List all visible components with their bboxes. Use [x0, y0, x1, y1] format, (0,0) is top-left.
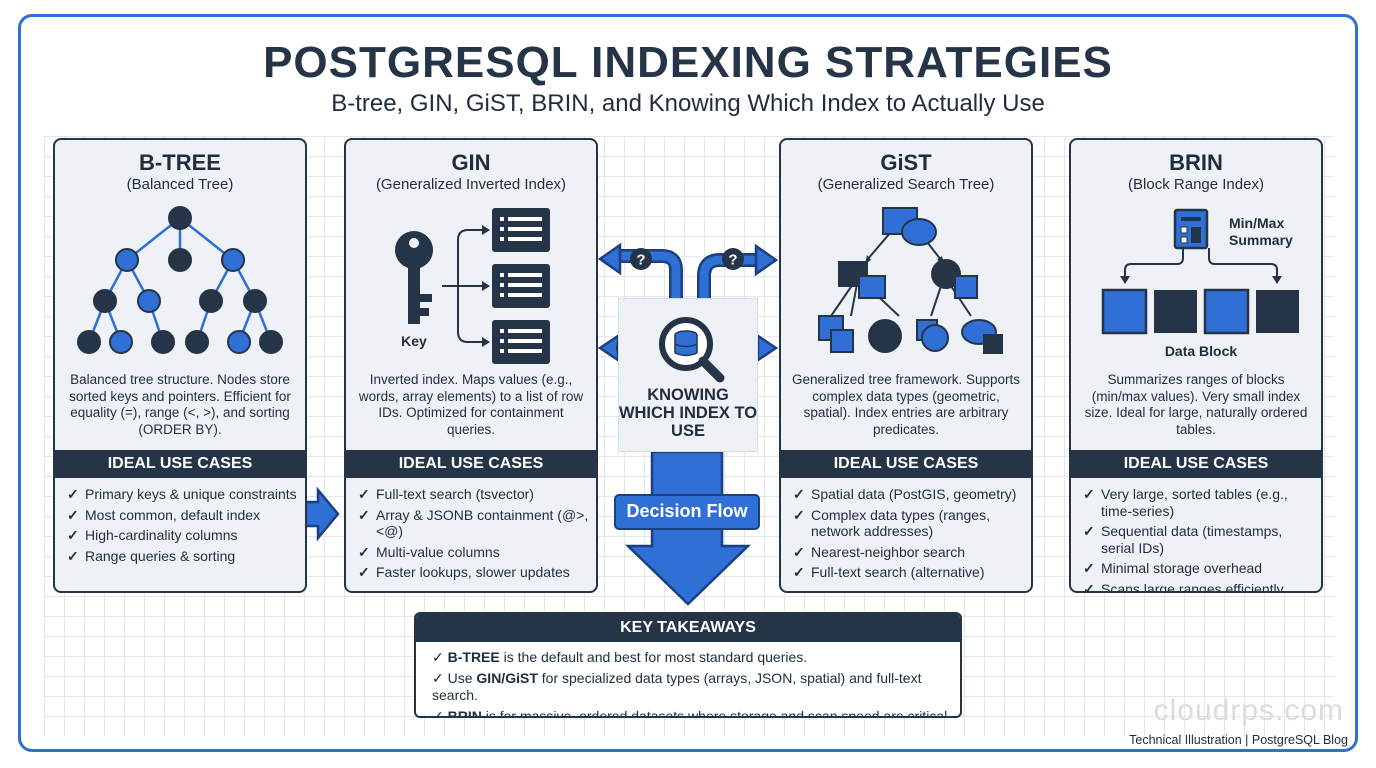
question-icon: ? [630, 248, 652, 270]
list-item: ✓Full-text search (alternative) [793, 564, 985, 580]
use-cases-header: IDEAL USE CASES [1071, 450, 1321, 478]
list-item: ✓Range queries & sorting [67, 547, 236, 564]
key-takeaways-header: KEY TAKEAWAYS [416, 614, 960, 642]
use-cases-header: IDEAL USE CASES [346, 450, 596, 478]
use-cases-header: IDEAL USE CASES [781, 450, 1031, 478]
list-item: ✓Array & JSONB containment (@>, <@) [358, 506, 589, 540]
key-icon [395, 231, 433, 324]
card-name: GIN [451, 150, 491, 175]
check-icon: ✓ [358, 564, 370, 580]
gist-diagram-icon [818, 207, 1003, 354]
footer-credit: Technical Illustration | PostgreSQL Blog [1129, 733, 1348, 747]
check-icon: ✓ [358, 486, 370, 502]
use-cases-list: ✓Spatial data (PostGIS, geometry) ✓Compl… [793, 486, 1029, 585]
check-icon: ✓ [67, 506, 79, 523]
check-icon: ✓ [793, 543, 805, 560]
list-item: ✓Nearest-neighbor search [793, 543, 966, 560]
check-icon: ✓ [793, 486, 805, 502]
check-icon: ✓ [432, 670, 444, 686]
key-label: Key [401, 333, 427, 349]
list-item: ✓Multi-value columns [358, 543, 500, 560]
check-icon: ✓ [358, 506, 370, 523]
check-icon: ✓ [793, 564, 805, 580]
check-icon: ✓ [67, 527, 79, 543]
check-icon: ✓ [432, 649, 444, 665]
check-icon: ✓ [358, 543, 370, 560]
card-description: Balanced tree structure. Nodes store sor… [69, 372, 291, 437]
data-block-label: Data Block [1165, 343, 1238, 359]
card-full-name: (Generalized Search Tree) [817, 176, 995, 193]
magnifier-database-icon [659, 317, 725, 383]
card-btree: B-TREE (Balanced Tree) [53, 138, 307, 593]
list-item: ✓Spatial data (PostGIS, geometry) [793, 486, 1017, 502]
use-cases-list: ✓Very large, sorted tables (e.g., time-s… [1083, 486, 1319, 593]
btree-diagram-icon [77, 206, 283, 354]
list-item: ✓ Use GIN/GiST for specialized data type… [432, 670, 922, 703]
left-arrow-icon [597, 333, 620, 363]
card-full-name: (Balanced Tree) [126, 176, 234, 193]
use-cases-list: ✓Full-text search (tsvector) ✓Array & JS… [358, 486, 594, 585]
key-takeaways-panel: KEY TAKEAWAYS ✓ B-TREE is the default an… [414, 612, 962, 718]
takeaways-list: ✓ B-TREE is the default and best for mos… [416, 642, 960, 718]
list-item: ✓Complex data types (ranges, network add… [793, 506, 990, 540]
card-description: Inverted index. Maps values (e.g., words… [358, 372, 584, 437]
gin-diagram-icon: Key [395, 208, 550, 364]
list-item: ✓Primary keys & unique constraints [67, 486, 297, 502]
list-item: ✓Very large, sorted tables (e.g., time-s… [1083, 486, 1288, 519]
svg-text:?: ? [728, 252, 737, 269]
card-name: BRIN [1169, 150, 1223, 175]
right-arrow-small-icon [756, 333, 779, 363]
check-icon: ✓ [67, 547, 79, 564]
check-icon: ✓ [793, 506, 805, 523]
check-icon: ✓ [432, 708, 444, 718]
card-full-name: (Generalized Inverted Index) [375, 176, 567, 193]
svg-text:?: ? [636, 252, 645, 269]
watermark: cloudrps.com [1153, 694, 1344, 727]
card-name: GiST [880, 150, 932, 175]
list-item: ✓High-cardinality columns [67, 527, 238, 543]
card-gin: GIN (Generalized Inverted Index) Key [344, 138, 598, 593]
card-description: Summarizes ranges of blocks (min/max val… [1084, 372, 1308, 437]
brin-diagram-icon: Min/Max Summary Data Block [1101, 208, 1299, 359]
list-item: ✓Scans large ranges efficiently [1083, 580, 1319, 593]
center-title: KNOWING WHICH INDEX TO USE [618, 386, 758, 440]
list-item: ✓Faster lookups, slower updates [358, 564, 570, 580]
list-item: ✓Sequential data (timestamps, serial IDs… [1083, 523, 1283, 556]
list-item: ✓Minimal storage overhead [1083, 560, 1263, 576]
use-cases-list: ✓Primary keys & unique constraints ✓Most… [67, 486, 303, 568]
card-brin: BRIN (Block Range Index) Min/Max Summary… [1069, 138, 1323, 593]
check-icon: ✓ [1083, 560, 1095, 576]
list-item: ✓ B-TREE is the default and best for mos… [432, 649, 808, 665]
check-icon: ✓ [1083, 523, 1095, 539]
check-icon: ✓ [1083, 580, 1095, 593]
card-gist: GiST (Generalized Search Tree) Generaliz… [779, 138, 1033, 593]
card-full-name: (Block Range Index) [1128, 176, 1264, 193]
page-title: POSTGRESQL INDEXING STRATEGIES [263, 38, 1113, 87]
check-icon: ✓ [67, 486, 79, 502]
summary-label-1: Min/Max [1229, 215, 1284, 231]
question-icon: ? [722, 248, 744, 270]
check-icon: ✓ [1083, 486, 1095, 502]
list-item: ✓Most common, default index [67, 506, 261, 523]
use-cases-header: IDEAL USE CASES [55, 450, 305, 478]
card-name: B-TREE [139, 150, 221, 175]
card-description: Generalized tree framework. Supports com… [791, 372, 1021, 437]
list-item: ✓Full-text search (tsvector) [358, 486, 534, 502]
summary-page-icon [1173, 208, 1209, 250]
decision-flow-label: Decision Flow [614, 494, 760, 530]
page-subtitle: B-tree, GIN, GiST, BRIN, and Knowing Whi… [331, 90, 1045, 117]
summary-label-2: Summary [1229, 232, 1293, 248]
list-item: ✓ BRIN is for massive, ordered datasets … [432, 708, 960, 718]
